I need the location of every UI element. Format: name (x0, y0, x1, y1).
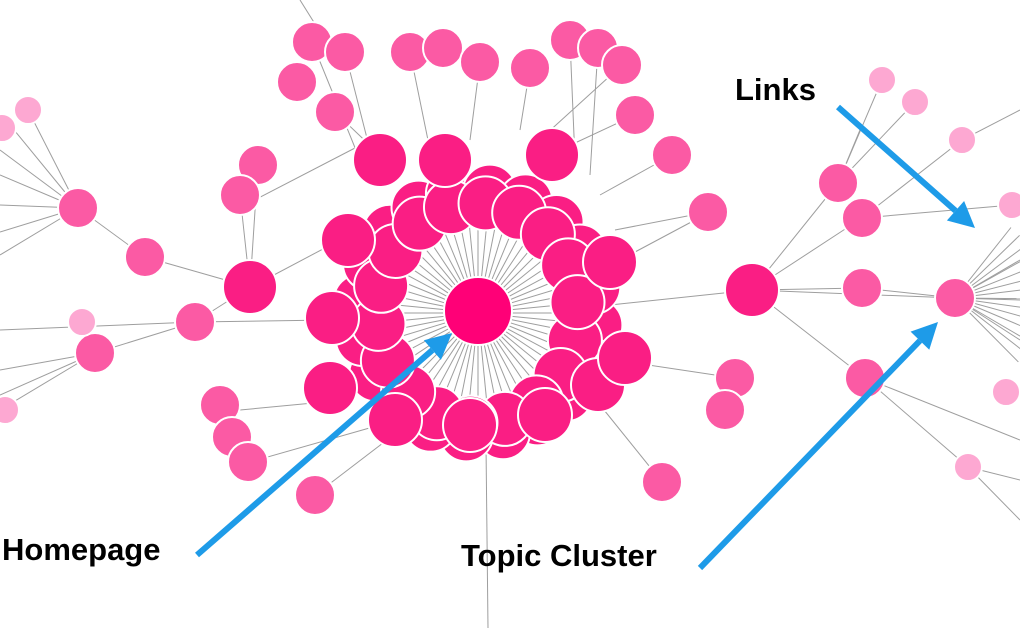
node (443, 276, 513, 346)
links-label: Links (735, 72, 816, 107)
edge (244, 147, 356, 206)
edge (864, 377, 969, 468)
node (997, 190, 1020, 220)
node (320, 212, 376, 268)
node (324, 31, 366, 73)
node (276, 61, 318, 103)
node (174, 301, 216, 343)
node (422, 27, 464, 69)
homepage-label: Homepage (2, 532, 161, 567)
node (222, 259, 278, 315)
node (582, 234, 638, 290)
edge (861, 204, 1013, 219)
node (841, 197, 883, 239)
edge (861, 139, 963, 219)
node (227, 441, 269, 483)
node (219, 174, 261, 216)
topic-cluster-arrow (697, 322, 938, 571)
edge (480, 342, 488, 409)
node (704, 389, 746, 431)
topic-cluster-label: Topic Cluster (461, 538, 657, 573)
node (641, 461, 683, 503)
node (124, 236, 166, 278)
node (844, 357, 886, 399)
edge (0, 321, 196, 331)
arrow-shaft (195, 347, 435, 558)
arrows-layer (195, 104, 975, 571)
node (953, 452, 983, 482)
edge (864, 377, 1020, 441)
node (614, 94, 656, 136)
node (74, 332, 116, 374)
node (841, 267, 883, 309)
edge (589, 47, 599, 176)
node (417, 132, 473, 188)
node (597, 330, 653, 386)
node (601, 44, 643, 86)
node (302, 360, 358, 416)
node (991, 377, 1020, 407)
node (0, 113, 17, 143)
arrow-shaft (697, 338, 923, 571)
edge (468, 217, 476, 284)
links-arrow (836, 104, 975, 228)
edge (485, 444, 489, 628)
node (724, 262, 780, 318)
arrow-head (946, 201, 975, 228)
node (687, 191, 729, 233)
node (867, 65, 897, 95)
node (67, 307, 97, 337)
node (314, 91, 356, 133)
arrow-shaft (836, 104, 958, 214)
node (947, 125, 977, 155)
node (352, 132, 408, 188)
node (524, 127, 580, 183)
node (13, 95, 43, 125)
node (517, 387, 573, 443)
node (934, 277, 976, 319)
node (0, 395, 20, 425)
node (367, 392, 423, 448)
node (900, 87, 930, 117)
arrow-head (423, 333, 452, 360)
node (509, 47, 551, 89)
node (651, 134, 693, 176)
node (294, 474, 336, 516)
nodes-layer (0, 19, 1020, 516)
node (442, 397, 498, 453)
node (817, 162, 859, 204)
node (304, 290, 360, 346)
node (549, 274, 606, 331)
arrow-head (910, 322, 938, 350)
node (459, 41, 501, 83)
node (57, 187, 99, 229)
edge (249, 424, 381, 463)
homepage-arrow (195, 333, 452, 558)
